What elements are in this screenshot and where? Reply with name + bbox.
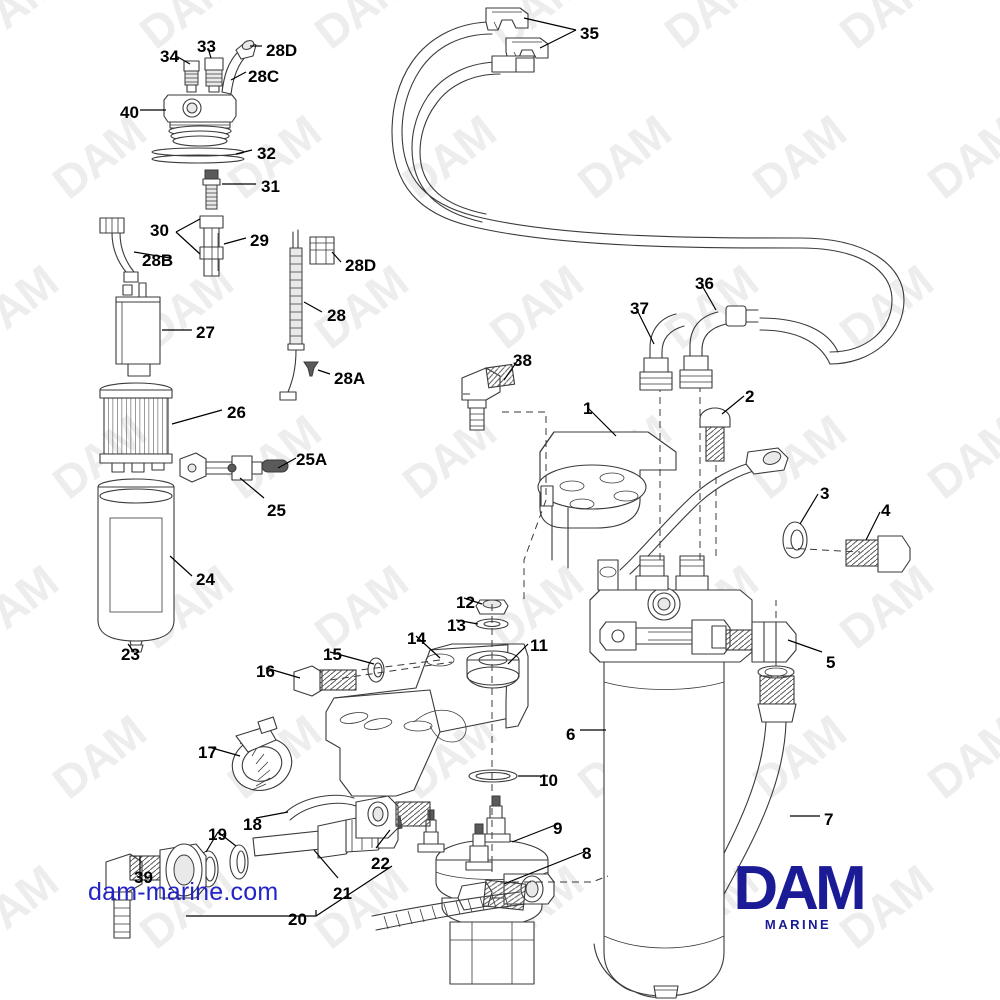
part-28D-connector-mid <box>309 236 335 265</box>
part-28D-connector-top <box>235 40 257 60</box>
callout-28A: 28A <box>334 369 366 388</box>
part-11-grommet <box>466 650 520 689</box>
callout-29: 29 <box>250 231 269 250</box>
callout-38: 38 <box>513 351 532 370</box>
callout-6: 6 <box>566 725 576 744</box>
callout-18: 18 <box>243 815 262 834</box>
leader-dashed-hardware <box>329 388 861 883</box>
part-24-filter-bowl <box>97 478 175 649</box>
part-8-barb-fitting <box>371 879 527 931</box>
part-7-fuel-hose <box>593 665 797 998</box>
callout-21: 21 <box>333 884 352 903</box>
callout-26: 26 <box>227 403 246 422</box>
part-29-filter-sock <box>199 215 224 277</box>
callout-11: 11 <box>530 636 548 655</box>
callout-28D: 28D <box>345 256 377 275</box>
callout-2: 2 <box>745 387 755 406</box>
part-31-pickup-tube <box>202 169 221 210</box>
part-2-bolt <box>699 407 731 462</box>
part-27-fuel-pump <box>115 282 161 377</box>
callout-36: 36 <box>695 274 714 293</box>
part-39-elbow-barb <box>105 843 207 939</box>
part-1-mounting-bracket <box>537 431 677 569</box>
part-5-elbow-fitting <box>725 621 797 663</box>
filter-head-block <box>589 555 753 663</box>
callout-leaders <box>127 17 881 885</box>
callout-13: 13 <box>447 616 466 635</box>
part-18-hose-sleeve <box>285 794 357 821</box>
sensor-lead-on-housing <box>619 447 789 575</box>
logo-wordmark: DAM <box>733 854 866 923</box>
callout-30: 30 <box>150 221 169 240</box>
site-url-watermark: dam-marine.com <box>88 878 279 906</box>
callout-10: 10 <box>539 771 558 790</box>
callout-4: 4 <box>881 501 891 520</box>
callout-28: 28 <box>327 306 346 325</box>
callout-12: 12 <box>456 593 475 612</box>
part-3-washer <box>782 521 808 559</box>
part-26-filter-element <box>99 382 173 473</box>
callout-1: 1 <box>583 399 593 418</box>
callout-25: 25 <box>267 501 286 520</box>
callout-24: 24 <box>196 570 215 589</box>
callout-17: 17 <box>198 743 217 762</box>
callout-39: 39 <box>134 868 153 887</box>
callout-15: 15 <box>323 645 342 664</box>
callout-7: 7 <box>824 810 834 829</box>
logo-subtitle: MARINE <box>764 917 832 933</box>
part-33-fitting <box>204 57 224 93</box>
callout-23: 23 <box>121 645 140 664</box>
callout-31: 31 <box>261 177 280 196</box>
part-35-hose-clips <box>485 7 549 73</box>
callout-28C: 28C <box>248 67 280 86</box>
part-34-fitting <box>183 60 200 93</box>
dam-marine-logo: DAM MARINE <box>703 854 893 933</box>
callout-19: 19 <box>208 825 227 844</box>
hose-bundle-36 <box>391 21 905 365</box>
part-40-sender-cap <box>163 94 237 147</box>
part-32-oring <box>151 147 245 164</box>
callout-3: 3 <box>820 484 830 503</box>
part-28B-harness <box>99 217 139 283</box>
part-20-bracket-leader <box>186 865 393 917</box>
callout-33: 33 <box>197 37 216 56</box>
callout-37: 37 <box>630 299 649 318</box>
callout-14: 14 <box>407 629 426 648</box>
part-36-hose-elbow <box>679 311 727 389</box>
callout-28D: 28D <box>266 41 298 60</box>
part-6-filter-housing <box>603 661 725 999</box>
callout-28B: 28B <box>142 251 174 270</box>
callout-22: 22 <box>371 854 390 873</box>
part-28A-grommet <box>303 361 319 377</box>
callout-9: 9 <box>553 819 563 838</box>
part-16-bolt <box>293 665 357 697</box>
part-28-sensor-lead <box>279 229 305 401</box>
part-17-hose-clamp <box>231 716 293 791</box>
callout-27: 27 <box>196 323 215 342</box>
callout-40: 40 <box>120 103 139 122</box>
part-4-bolt <box>845 535 911 573</box>
callout-16: 16 <box>256 662 275 681</box>
part-25-water-sensor <box>179 452 263 483</box>
part-37-hose-elbow <box>639 313 685 391</box>
callout-32: 32 <box>257 144 276 163</box>
part-25A-plug <box>261 459 289 473</box>
callout-20: 20 <box>288 910 307 929</box>
part-22-tee-fitting <box>355 795 431 839</box>
part-15-washer <box>367 657 385 683</box>
part-10-oring <box>468 769 518 783</box>
callout-34: 34 <box>160 47 179 66</box>
callout-25A: 25A <box>296 450 328 469</box>
callout-8: 8 <box>582 844 592 863</box>
part-30-clamp-leaders <box>175 218 201 255</box>
part-38-elbow-fitting <box>461 363 516 431</box>
callout-35: 35 <box>580 24 599 43</box>
callout-5: 5 <box>826 653 836 672</box>
